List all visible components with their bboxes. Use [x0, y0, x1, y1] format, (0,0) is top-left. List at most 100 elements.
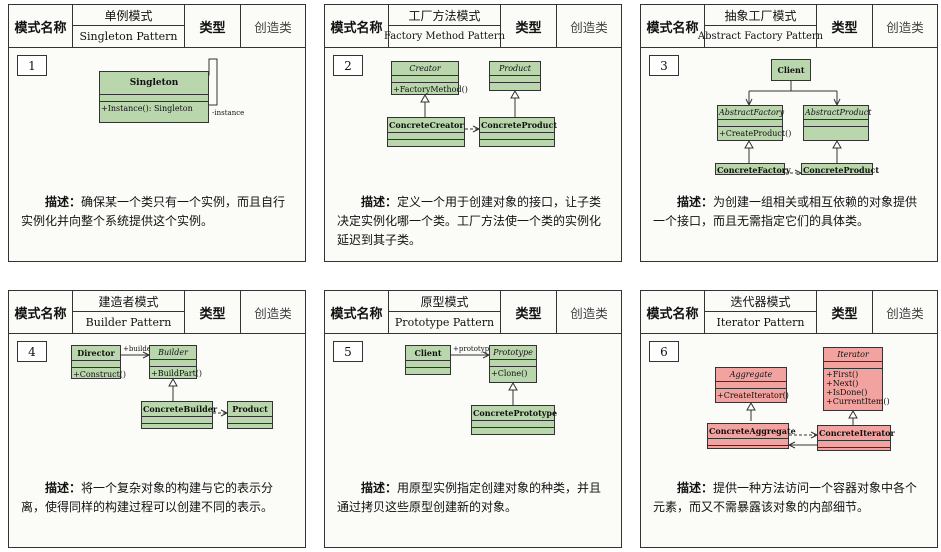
class-name: ConcretePrototype — [472, 406, 557, 421]
class-method: +CreateProduct() — [719, 129, 792, 138]
pattern-name-en: Abstract Factory Pattern — [697, 31, 824, 42]
pattern-name-zh: 原型模式 — [389, 291, 500, 312]
class-attrs — [480, 133, 554, 140]
pattern-name-label: 模式名称 — [641, 5, 705, 47]
class-prototype: Prototype +Clone() — [489, 345, 537, 383]
pattern-name-zh: 单例模式 — [73, 5, 184, 26]
type-label: 类型 — [817, 291, 873, 333]
pattern-number: 2 — [333, 55, 363, 76]
class-name: AbstractFactory — [718, 106, 784, 120]
class-methods — [406, 368, 450, 374]
description-text: 定义一个用于创建对象的接口，让子类决定实例化哪一个类。工厂方法使一个类的实例化延… — [337, 195, 602, 247]
class-attrs — [490, 76, 540, 83]
association-label: -instance — [212, 109, 245, 117]
pattern-number: 3 — [649, 55, 679, 76]
class-methods — [490, 83, 540, 89]
class-methods — [228, 424, 272, 430]
card-header: 模式名称 原型模式 Prototype Pattern 类型 创造类 — [325, 291, 621, 334]
class-name: Creator — [392, 62, 458, 76]
class-attrs — [824, 362, 882, 369]
uml-diagram: Creator +FactoryMethod() Product Concret… — [325, 47, 621, 175]
description-label: 描述： — [677, 195, 714, 209]
class-name: ConcreteIterator — [818, 426, 895, 441]
diagram-connectors — [746, 401, 858, 449]
pattern-description: 描述：用原型实例指定创建对象的种类，并且通过拷贝这些原型创建新的对象。 — [337, 479, 611, 517]
class-aggregate: Aggregate +CreateIterator() — [715, 367, 789, 403]
class-name: ConcreteProduct — [803, 165, 880, 175]
class-singleton: Singleton +Instance(): Singleton — [99, 71, 209, 123]
pattern-name-label: 模式名称 — [641, 291, 705, 333]
pattern-name-zh: 建造者模式 — [73, 291, 184, 312]
class-name: ConcreteCreator — [388, 118, 464, 133]
class-method: +Construct() — [73, 370, 127, 379]
pattern-number: 1 — [17, 55, 47, 76]
pattern-card-singleton: 模式名称 单例模式 Singleton Pattern 类型 创造类 1 Sin… — [8, 4, 306, 262]
class-attrs — [392, 76, 458, 83]
class-director: Director +Construct() — [71, 345, 127, 379]
card-header: 模式名称 抽象工厂模式 Abstract Factory Pattern 类型 … — [641, 5, 937, 48]
class-name: Director — [72, 346, 120, 361]
class-attrs — [718, 120, 782, 127]
pattern-name-en: Singleton Pattern — [79, 30, 178, 43]
card-header: 模式名称 建造者模式 Builder Pattern 类型 创造类 — [9, 291, 305, 334]
class-method: +Clone() — [491, 369, 528, 378]
pattern-name: 抽象工厂模式 Abstract Factory Pattern — [697, 5, 824, 47]
class-methods — [480, 140, 554, 146]
pattern-category: 创造类 — [254, 305, 292, 321]
method-first: +First() — [826, 370, 859, 379]
class-methods — [708, 446, 788, 452]
uml-diagram: Director +Construct() +builder Builder +… — [9, 333, 305, 461]
description-text: 将一个复杂对象的构建与它的表示分离，使得同样的构建过程可以创建不同的表示。 — [21, 481, 274, 514]
pattern-name-label: 模式名称 — [9, 291, 73, 333]
class-attrs — [490, 360, 536, 367]
class-concrete-aggregate: ConcreteAggregate — [707, 423, 796, 452]
class-name: Product — [228, 402, 272, 417]
class-attrs — [72, 361, 120, 368]
class-name: ConcreteProduct — [480, 118, 557, 133]
class-concrete-creator: ConcreteCreator — [387, 117, 465, 147]
class-concrete-product: ConcreteProduct — [801, 163, 880, 175]
class-name: Client — [406, 346, 450, 361]
class-creator: Creator +FactoryMethod() — [391, 61, 468, 95]
pattern-description: 描述：为创建一组相关或相互依赖的对象提供一个接口，而且无需指定它们的具体类。 — [653, 193, 927, 231]
class-attrs — [388, 133, 464, 140]
pattern-category: 创造类 — [886, 305, 924, 321]
diagram-connectors — [744, 81, 842, 175]
diagram-connectors — [121, 351, 228, 417]
association-label: +prototype — [453, 345, 494, 353]
pattern-name-label: 模式名称 — [325, 5, 389, 47]
class-concrete-iterator: ConcreteIterator — [817, 425, 895, 454]
method-isdone: +IsDone() — [826, 388, 868, 397]
class-name: Product — [490, 62, 540, 76]
class-product: Product — [227, 401, 273, 429]
class-methods — [804, 127, 868, 133]
diagram-connectors — [420, 89, 520, 133]
pattern-category: 创造类 — [570, 19, 608, 35]
uml-diagram: Singleton +Instance(): Singleton -instan… — [9, 47, 305, 175]
class-methods — [142, 424, 212, 430]
method-next: +Next() — [826, 379, 859, 388]
type-label: 类型 — [185, 5, 241, 47]
pattern-name: 迭代器模式 Iterator Pattern — [705, 291, 817, 333]
class-attrs — [708, 439, 788, 446]
class-name: ConcreteAggregate — [708, 424, 796, 439]
class-name: AbstractProduct — [804, 106, 872, 120]
class-methods — [818, 448, 890, 454]
description-label: 描述： — [677, 481, 714, 495]
description-text: 提供一种方法访问一个容器对象中各个元素，而又不需暴露该对象的内部细节。 — [653, 481, 918, 514]
class-name: Singleton — [100, 72, 208, 95]
pattern-name: 工厂方法模式 Factory Method Pattern — [384, 5, 505, 47]
class-methods — [388, 140, 464, 146]
class-name: ConcreteFactory — [717, 165, 791, 175]
class-client: Client — [405, 345, 451, 375]
pattern-card-iterator: 模式名称 迭代器模式 Iterator Pattern 类型 创造类 6 Ite… — [640, 290, 938, 548]
description-text: 为创建一组相关或相互依赖的对象提供一个接口，而且无需指定它们的具体类。 — [653, 195, 918, 228]
class-attrs — [142, 417, 212, 424]
class-attrs — [472, 421, 554, 428]
class-abstract-factory: AbstractFactory +CreateProduct() — [717, 105, 792, 141]
pattern-number: 4 — [17, 341, 47, 362]
diagram-connectors — [451, 351, 518, 405]
class-name: ConcreteBuilder — [142, 402, 217, 417]
type-label: 类型 — [185, 291, 241, 333]
class-method: +CreateIterator() — [717, 391, 789, 400]
